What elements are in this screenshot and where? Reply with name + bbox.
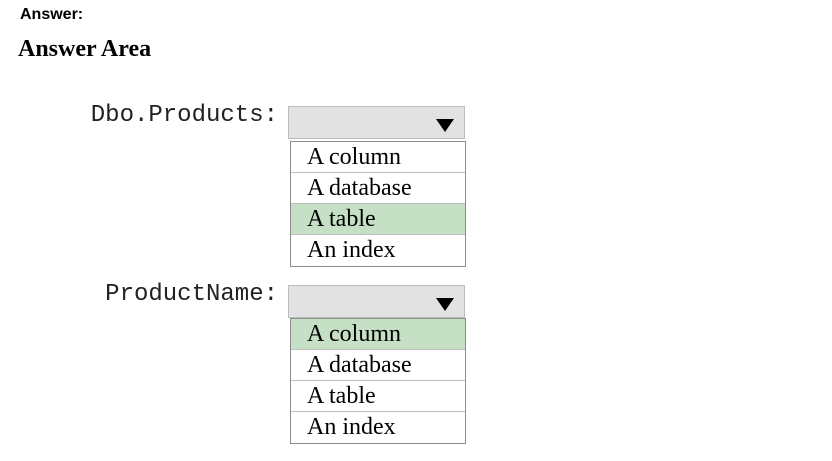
answer-label: Answer: (20, 6, 84, 23)
question-label-productname: ProductName: (105, 281, 278, 308)
option-an-index[interactable]: An index (307, 414, 396, 440)
option-a-table[interactable]: A table (291, 381, 465, 412)
chevron-down-icon[interactable] (436, 298, 454, 311)
option-an-index[interactable]: An index (307, 237, 396, 263)
option-a-database[interactable]: A database (291, 173, 465, 204)
option-a-column[interactable]: A column (291, 319, 465, 350)
option-a-column[interactable]: A column (291, 142, 465, 173)
question-label-dbo-products: Dbo.Products: (90, 102, 278, 129)
answer-area-title: Answer Area (18, 36, 152, 62)
option-a-database[interactable]: A database (291, 350, 465, 381)
chevron-down-icon[interactable] (436, 119, 454, 132)
dropdown-dbo-products[interactable] (288, 106, 465, 139)
option-list-dbo-products: A column A database A table An index (290, 141, 466, 267)
dropdown-productname[interactable] (288, 285, 465, 318)
option-list-productname: A column A database A table An index (290, 318, 466, 444)
option-a-table[interactable]: A table (291, 204, 465, 235)
